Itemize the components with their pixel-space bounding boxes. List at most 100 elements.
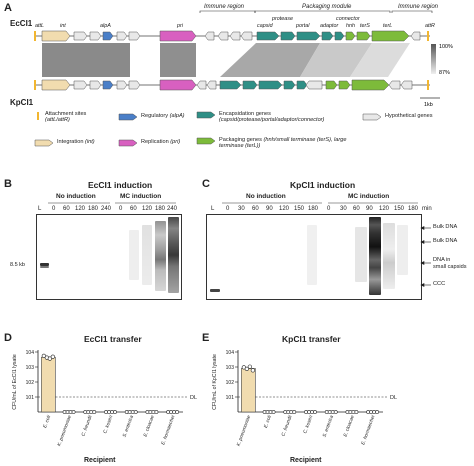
- lane-label: 0: [119, 206, 123, 212]
- lane-label: 0: [327, 206, 331, 212]
- x-tick-label: E. cloacae: [143, 414, 156, 437]
- lane-label: 180: [308, 206, 319, 212]
- detection-limit-label: DL: [190, 395, 197, 401]
- identity-scale: [431, 44, 436, 74]
- gene-label: protease: [271, 16, 293, 22]
- panel-c-title: KpCI1 induction: [290, 180, 356, 190]
- lane-label: L: [211, 206, 215, 212]
- panel-c-blot: [206, 214, 422, 300]
- legend-integration: Integration (int): [34, 139, 95, 147]
- kpci1-genes: [34, 79, 429, 91]
- y-tick-label: 103: [26, 365, 35, 371]
- lane-label: 120: [379, 206, 390, 212]
- y-tick-label: 102: [226, 380, 235, 386]
- annot-small-capsids: small capsids: [433, 264, 467, 270]
- x-tick-label: E. hormaechei: [160, 414, 177, 446]
- data-point: [271, 410, 276, 414]
- lane-label: 180: [408, 206, 419, 212]
- lane-label: 30: [340, 206, 347, 212]
- lane-label: 60: [353, 206, 360, 212]
- legend-encapsidation: Encapsidation genes(capsid/protease/port…: [196, 111, 324, 124]
- lane-label: 60: [130, 206, 137, 212]
- lane-label: 120: [75, 206, 86, 212]
- panel-b-blot: [36, 214, 182, 300]
- legend-replication: Replication (pri): [118, 139, 180, 147]
- lane-label: 0: [226, 206, 230, 212]
- scale-bar-label: 1kb: [424, 102, 433, 108]
- ecci1-genes: [34, 30, 429, 42]
- gene-label: connector: [336, 16, 360, 22]
- gene-label: attL: [35, 23, 44, 29]
- region-immune-1: Immune region: [204, 4, 245, 10]
- data-point: [133, 410, 138, 414]
- data-point: [41, 353, 46, 358]
- lane-label: 240: [101, 206, 112, 212]
- data-point: [154, 410, 159, 414]
- data-point: [47, 356, 52, 361]
- lane-label: L: [38, 206, 42, 212]
- ecci1-label: EcCI1: [10, 19, 33, 28]
- panel-e-title: KpCI1 transfer: [282, 334, 341, 344]
- lane-label: 0: [52, 206, 56, 212]
- lane-label: 30: [238, 206, 245, 212]
- lane-label: 150: [394, 206, 405, 212]
- panel-d-xlabel: Recipient: [84, 457, 116, 464]
- panel-b-letter: B: [4, 178, 12, 190]
- region-packaging: Packaging module: [302, 4, 352, 10]
- gene-labels: attL int alpA pri capsid protease portal…: [35, 16, 435, 29]
- gene-label: terL: [383, 23, 392, 29]
- lane-label: 150: [294, 206, 305, 212]
- x-tick-label: E. coli: [263, 414, 273, 429]
- panel-c-group1: No induction: [246, 193, 286, 200]
- kpci1-label: KpCI1: [10, 98, 34, 107]
- gene-label: portal: [295, 23, 310, 29]
- data-point: [292, 410, 297, 414]
- x-tick-label: C. koseri: [102, 414, 114, 435]
- data-point: [244, 366, 249, 371]
- x-tick-label: E. coli: [42, 414, 52, 429]
- lane-unit: min: [422, 206, 432, 212]
- scale-max-label: 100%: [439, 44, 453, 50]
- regulatory-swatch-icon: [118, 113, 138, 121]
- gene-label: attR: [425, 23, 435, 29]
- y-axis-label: CFU/mL of KpCI1 lysate: [212, 354, 218, 410]
- genome-map: attL int alpA pri capsid protease portal…: [34, 10, 453, 108]
- lane-label: 180: [88, 206, 99, 212]
- panel-b-title: EcCI1 induction: [88, 180, 153, 190]
- synteny-links: [42, 43, 410, 77]
- panel-d-letter: D: [4, 332, 12, 344]
- region-immune-2: Immune region: [398, 4, 439, 10]
- lane-label: 90: [266, 206, 273, 212]
- x-tick-label: K. pneumoniae: [56, 414, 73, 447]
- data-point: [247, 364, 252, 369]
- panel-c-letter: C: [202, 178, 210, 190]
- legend-packaging: Packaging genes (hnh/small terminase (te…: [196, 137, 366, 150]
- gene-label: adaptor: [320, 23, 338, 29]
- x-tick-label: E. cloacae: [343, 414, 356, 437]
- gene-label: pri: [176, 23, 184, 29]
- y-tick-label: 101: [26, 395, 35, 401]
- bar: [241, 368, 256, 413]
- packaging-swatch-icon: [196, 137, 216, 145]
- data-point: [92, 410, 97, 414]
- x-tick-label: E. hormaechei: [360, 414, 377, 446]
- annot-bulk-dna-2: Bulk DNA: [433, 238, 458, 244]
- y-axis-label: CFU/mL of EcCI1 lysate: [12, 354, 18, 410]
- y-tick-label: 102: [26, 380, 35, 386]
- lane-label: 180: [155, 206, 166, 212]
- panel-e-xlabel: Recipient: [290, 457, 322, 464]
- panel-b-group2: MC induction: [120, 193, 162, 200]
- panel-a-letter: A: [4, 2, 12, 14]
- lane-label: 240: [167, 206, 178, 212]
- x-tick-label: C. freundii: [81, 414, 94, 437]
- panel-b-group1: No induction: [56, 193, 96, 200]
- lane-label: 90: [366, 206, 373, 212]
- annot-ccc: CCC: [433, 281, 446, 287]
- lane-label: 60: [252, 206, 259, 212]
- gene-label: terS: [360, 23, 370, 29]
- gene-label: capsid: [257, 23, 274, 29]
- annot-dna-in: DNA in: [433, 257, 451, 263]
- data-point: [313, 410, 317, 414]
